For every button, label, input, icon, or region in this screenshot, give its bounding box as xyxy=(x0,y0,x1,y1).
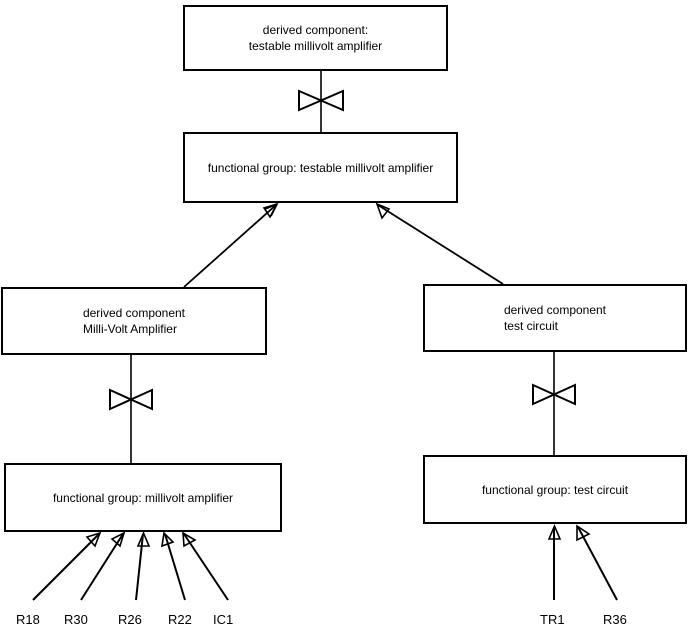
node-derived-test-circuit[interactable]: derived component test circuit xyxy=(423,284,687,352)
leaf-label-r36: R36 xyxy=(603,612,627,627)
leaf-label-tr1: TR1 xyxy=(540,612,565,627)
leaf-arrow-r30 xyxy=(80,531,126,601)
generalization-arrow-test-circuit xyxy=(375,202,504,285)
leaf-label-r22: R22 xyxy=(168,612,192,627)
node-functional-group-millivolt-amplifier[interactable]: functional group: millivolt amplifier xyxy=(4,463,282,532)
node-label: derived component: testable millivolt am… xyxy=(248,23,383,53)
node-label: functional group: test circuit xyxy=(481,482,629,497)
node-label: functional group: testable millivolt amp… xyxy=(207,160,434,175)
leaf-arrow-r36 xyxy=(576,524,618,601)
leaf-label-r26: R26 xyxy=(118,612,142,627)
node-functional-group-testable-millivolt-amplifier[interactable]: functional group: testable millivolt amp… xyxy=(183,132,458,203)
node-derived-testable-millivolt-amplifier[interactable]: derived component: testable millivolt am… xyxy=(183,5,448,71)
leaf-arrow-ic1 xyxy=(182,531,229,601)
leaf-label-r18: R18 xyxy=(16,612,40,627)
leaf-arrow-r22 xyxy=(161,531,186,601)
generalization-arrow-millivolt xyxy=(183,202,279,288)
node-derived-milli-volt-amplifier[interactable]: derived component Milli-Volt Amplifier xyxy=(1,287,267,355)
leaf-arrow-r26 xyxy=(135,530,151,601)
node-label: functional group: millivolt amplifier xyxy=(52,490,234,505)
node-label: derived component test circuit xyxy=(503,303,607,333)
refinement-connector-top xyxy=(298,71,344,132)
leaf-arrow-tr1 xyxy=(547,523,562,600)
refinement-connector-right xyxy=(532,352,576,455)
leaf-label-r30: R30 xyxy=(64,612,88,627)
node-functional-group-test-circuit[interactable]: functional group: test circuit xyxy=(423,455,687,524)
refinement-connector-left xyxy=(109,355,153,463)
leaf-arrow-r18 xyxy=(32,531,102,601)
leaf-label-ic1: IC1 xyxy=(213,612,234,627)
node-label: derived component Milli-Volt Amplifier xyxy=(82,306,186,336)
